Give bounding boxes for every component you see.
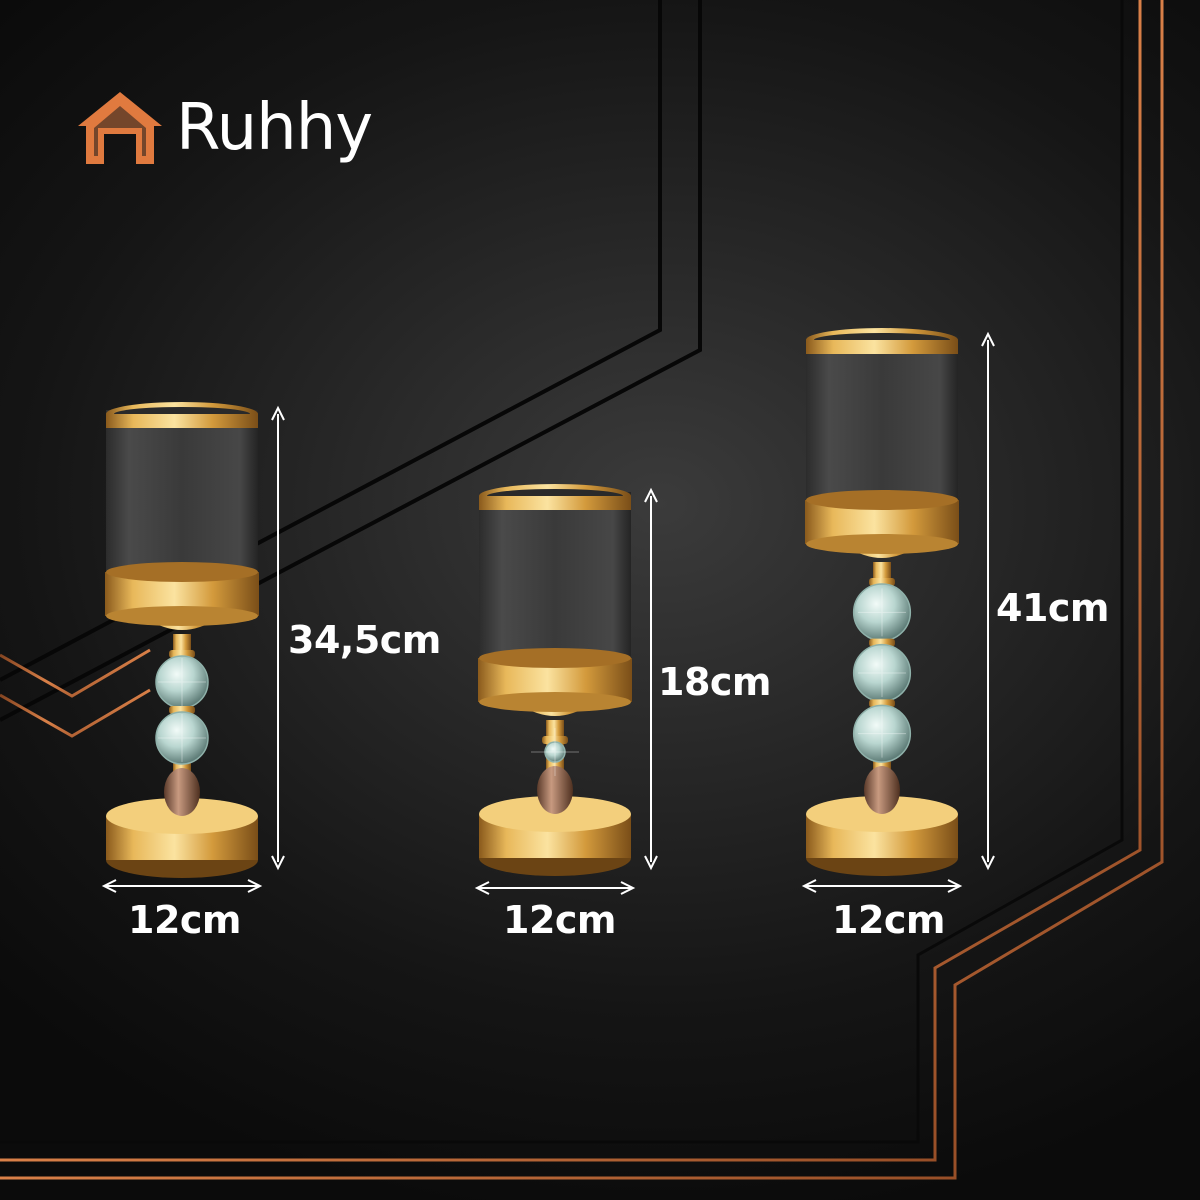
holder-cup-top bbox=[106, 562, 258, 582]
holder-rim-band bbox=[806, 340, 958, 354]
house-icon bbox=[78, 92, 162, 164]
height-arrow-large bbox=[981, 331, 995, 871]
arrow-head-up bbox=[644, 487, 658, 503]
candle-holder-small bbox=[478, 484, 632, 876]
width-arrow-small bbox=[474, 881, 636, 895]
width-label-medium: 12cm bbox=[128, 898, 242, 942]
height-label-medium: 34,5cm bbox=[288, 618, 441, 662]
crystal-facet bbox=[531, 728, 579, 776]
height-arrow-medium bbox=[271, 405, 285, 871]
holder-bulb bbox=[864, 766, 900, 814]
arrow-head-up bbox=[981, 331, 995, 347]
crystal-facet bbox=[858, 709, 906, 758]
holder-ring bbox=[169, 650, 195, 658]
decor-copper-frame-b bbox=[0, 0, 1164, 1180]
decor-dark-frame bbox=[0, 0, 1122, 1142]
holder-cup-top bbox=[806, 490, 958, 510]
width-label-large: 12cm bbox=[832, 898, 946, 942]
crystal-facet bbox=[158, 658, 206, 706]
arrow-head-right bbox=[947, 879, 963, 893]
brand-logo: Ruhhy bbox=[74, 88, 373, 168]
decor-copper-chevron-a bbox=[0, 648, 151, 698]
decor-copper-frame-a bbox=[0, 0, 1142, 1162]
crystal-facet bbox=[158, 714, 206, 762]
holder-rim-band bbox=[106, 414, 258, 428]
holder-cup-top bbox=[479, 648, 631, 668]
arrow-head-down bbox=[644, 855, 658, 871]
arrow-head-left bbox=[474, 881, 490, 895]
holder-rim-band bbox=[479, 496, 631, 510]
arrow-head-up bbox=[271, 405, 285, 421]
holder-ring bbox=[542, 736, 568, 744]
width-label-small: 12cm bbox=[503, 898, 617, 942]
height-label-large: 41cm bbox=[996, 586, 1110, 630]
candle-holder-large bbox=[805, 328, 959, 876]
holder-ring bbox=[169, 706, 195, 714]
crystal-facet bbox=[858, 649, 906, 697]
arrow-head-right bbox=[620, 881, 636, 895]
arrow-head-left bbox=[101, 879, 117, 893]
holder-bulb bbox=[537, 766, 573, 814]
arrow-head-down bbox=[271, 855, 285, 871]
holder-cup-bottom bbox=[106, 606, 258, 626]
candle-holder-medium bbox=[105, 402, 259, 878]
crystal-facet bbox=[858, 588, 906, 637]
brand-name: Ruhhy bbox=[176, 91, 373, 165]
crystal-ball bbox=[544, 741, 566, 763]
arrow-head-down bbox=[981, 855, 995, 871]
decor-copper-chevron-b bbox=[0, 688, 151, 738]
crystal-ball bbox=[155, 711, 209, 765]
height-arrow-small bbox=[644, 487, 658, 871]
holder-bulb bbox=[164, 768, 200, 816]
crystal-ball bbox=[852, 704, 912, 763]
holder-cup-bottom bbox=[806, 534, 958, 554]
arrow-head-left bbox=[801, 879, 817, 893]
holder-cup-bottom bbox=[479, 692, 631, 712]
width-arrow-medium bbox=[101, 879, 263, 893]
arrow-head-right bbox=[247, 879, 263, 893]
height-label-small: 18cm bbox=[658, 660, 772, 704]
width-arrow-large bbox=[801, 879, 963, 893]
